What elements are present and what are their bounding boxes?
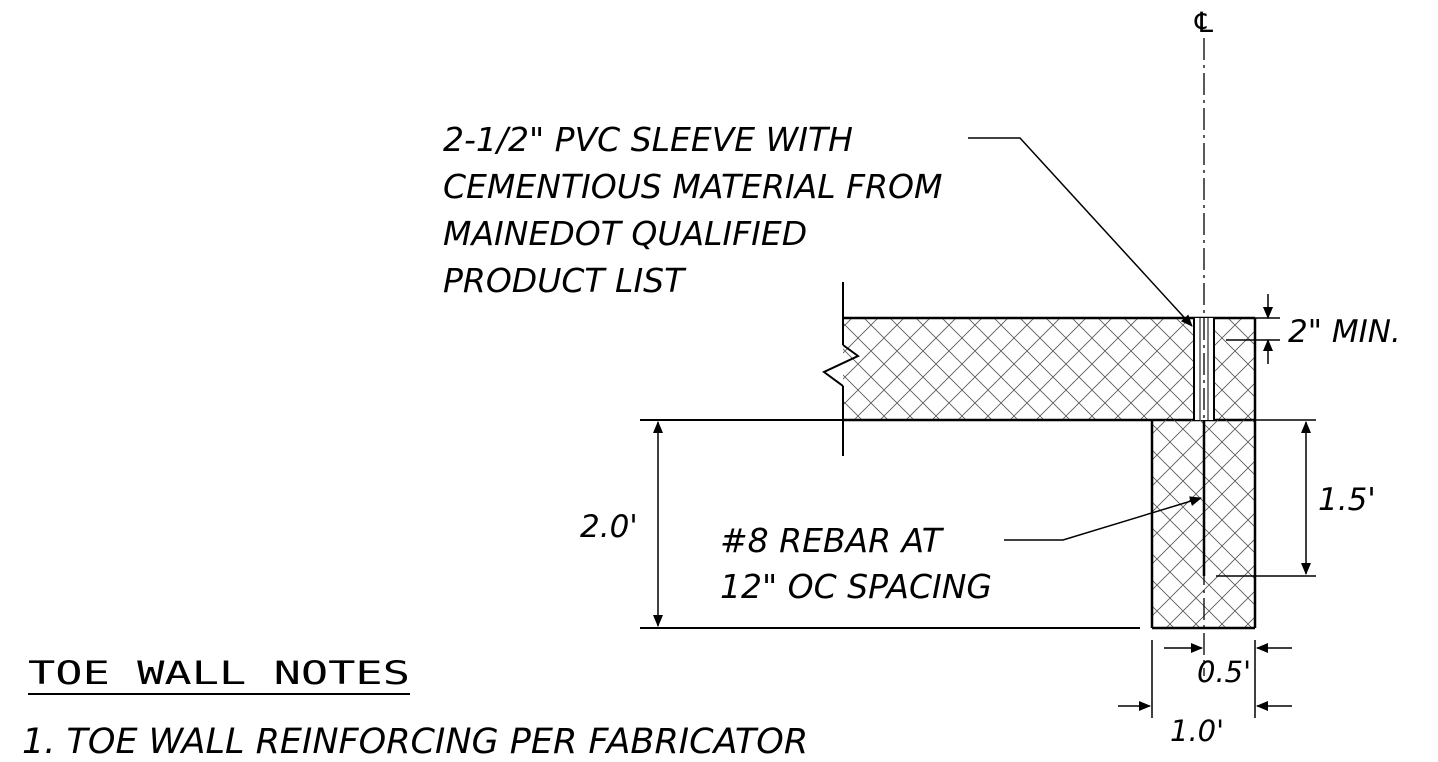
- wall-height-dimension: 2.0': [580, 421, 663, 627]
- rebar-embed-dimension: 1.5': [1216, 419, 1376, 577]
- pvc-sleeve-callout: 2-1/2" PVC SLEEVE WITH CEMENTIOUS MATERI…: [443, 120, 1193, 327]
- bottom-dimensions: 0.5' 1.0': [1118, 640, 1292, 748]
- wall-height-label: 2.0': [580, 509, 638, 545]
- rebar-callout-line-1: #8 REBAR AT: [720, 521, 945, 560]
- pvc-sleeve-callout-line-1: 2-1/2" PVC SLEEVE WITH: [443, 120, 853, 159]
- wall-width-label: 1.0': [1170, 714, 1224, 748]
- pvc-sleeve-leader: [968, 137, 1193, 327]
- rebar-offset-label: 0.5': [1197, 655, 1251, 689]
- rebar-callout-line-2: 12" OC SPACING: [720, 567, 992, 606]
- pvc-sleeve-callout-line-4: PRODUCT LIST: [443, 261, 687, 300]
- pvc-sleeve-callout-line-2: CEMENTIOUS MATERIAL FROM: [443, 167, 942, 206]
- centerline-symbol: ℄: [1194, 6, 1213, 39]
- pvc-sleeve-callout-line-3: MAINEDOT QUALIFIED: [443, 214, 807, 253]
- toe-wall-notes: TOE WALL NOTES 1. TOE WALL REINFORCING P…: [22, 654, 808, 762]
- rebar-leader: [1004, 496, 1202, 541]
- note-item-1: 1. TOE WALL REINFORCING PER FABRICATOR: [22, 722, 808, 762]
- rebar-callout: #8 REBAR AT 12" OC SPACING: [720, 496, 1202, 606]
- cover-dimension-label: 2" MIN.: [1288, 314, 1401, 350]
- cover-dimension: 2" MIN.: [1226, 294, 1401, 364]
- notes-title: TOE WALL NOTES: [28, 654, 410, 692]
- rebar-embed-label: 1.5': [1318, 482, 1376, 518]
